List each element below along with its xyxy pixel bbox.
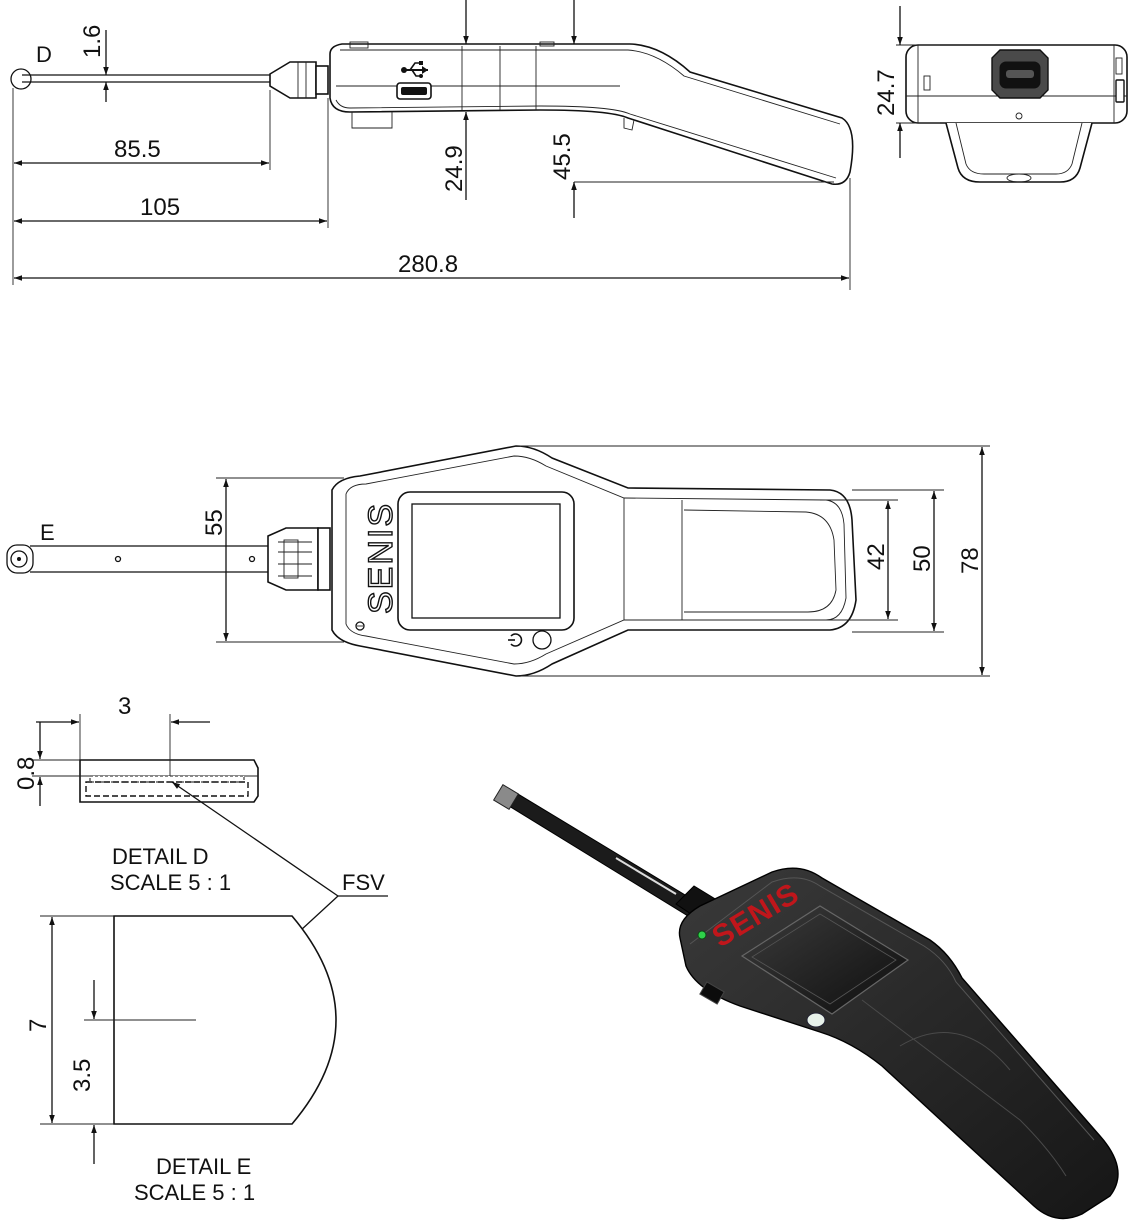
usb-icon bbox=[401, 61, 428, 78]
dim-detail-d-width: 3 bbox=[118, 693, 131, 720]
power-icon bbox=[508, 633, 523, 647]
dim-probe-thickness: 1.6 bbox=[79, 25, 106, 58]
screen bbox=[411, 503, 561, 619]
screen-frame bbox=[397, 491, 575, 631]
detail-e-probe-tip bbox=[113, 915, 337, 1125]
end-view-handle bbox=[945, 122, 1093, 183]
detail-d-scale: SCALE 5 : 1 bbox=[110, 870, 231, 895]
side-view: 1.6 D 85.5 105 280.8 24.9 45.5 bbox=[10, 0, 854, 290]
top-view: E SENIS 55 bbox=[6, 445, 990, 677]
dim-detail-e-height: 7 bbox=[25, 1019, 52, 1032]
device-3d-render: SENIS bbox=[492, 783, 1119, 1220]
detail-e-scale: SCALE 5 : 1 bbox=[134, 1180, 255, 1205]
dim-detail-d-height: 0.8 bbox=[13, 757, 40, 790]
dim-head-width: 55 bbox=[201, 509, 228, 536]
probe-nozzle bbox=[269, 61, 317, 99]
dim-tip-to-body: 105 bbox=[140, 194, 180, 221]
detail-e: 7 3.5 DETAIL E SCALE 5 : 1 bbox=[25, 915, 337, 1205]
nozzle-collar bbox=[315, 65, 329, 95]
power-button-outline bbox=[532, 630, 552, 650]
device-side-body bbox=[329, 43, 854, 186]
dim-detail-e-half: 3.5 bbox=[69, 1059, 96, 1092]
3d-screen bbox=[740, 905, 910, 1015]
detail-d-marker: D bbox=[36, 42, 52, 67]
dim-end-height: 24.7 bbox=[873, 69, 900, 116]
dim-handle-height: 45.5 bbox=[549, 133, 576, 180]
top-nozzle bbox=[267, 527, 319, 591]
detail-d-circle bbox=[10, 68, 32, 90]
dim-probe-length: 85.5 bbox=[114, 136, 161, 163]
detail-e-title: DETAIL E bbox=[156, 1154, 251, 1179]
dim-overall-width: 78 bbox=[957, 547, 984, 574]
detail-d-title: DETAIL D bbox=[112, 844, 209, 869]
detail-d: 3 0.8 DETAIL D SCALE 5 : 1 bbox=[13, 693, 259, 895]
fsv-callout: FSV bbox=[171, 781, 388, 1023]
status-led bbox=[697, 930, 707, 940]
dim-handle-width: 50 bbox=[909, 545, 936, 572]
detail-e-circle bbox=[10, 550, 28, 568]
dim-body-height: 24.9 bbox=[441, 145, 468, 192]
brand-logo: SENIS bbox=[362, 502, 400, 614]
3d-power-button bbox=[806, 1012, 826, 1028]
dim-overall-length: 280.8 bbox=[398, 251, 458, 278]
fsv-label: FSV bbox=[342, 870, 385, 895]
end-view: 24.7 bbox=[873, 6, 1128, 183]
3d-probe-strip bbox=[495, 787, 701, 917]
detail-e-marker: E bbox=[40, 520, 55, 545]
dim-handle-inner-width: 42 bbox=[863, 543, 890, 570]
